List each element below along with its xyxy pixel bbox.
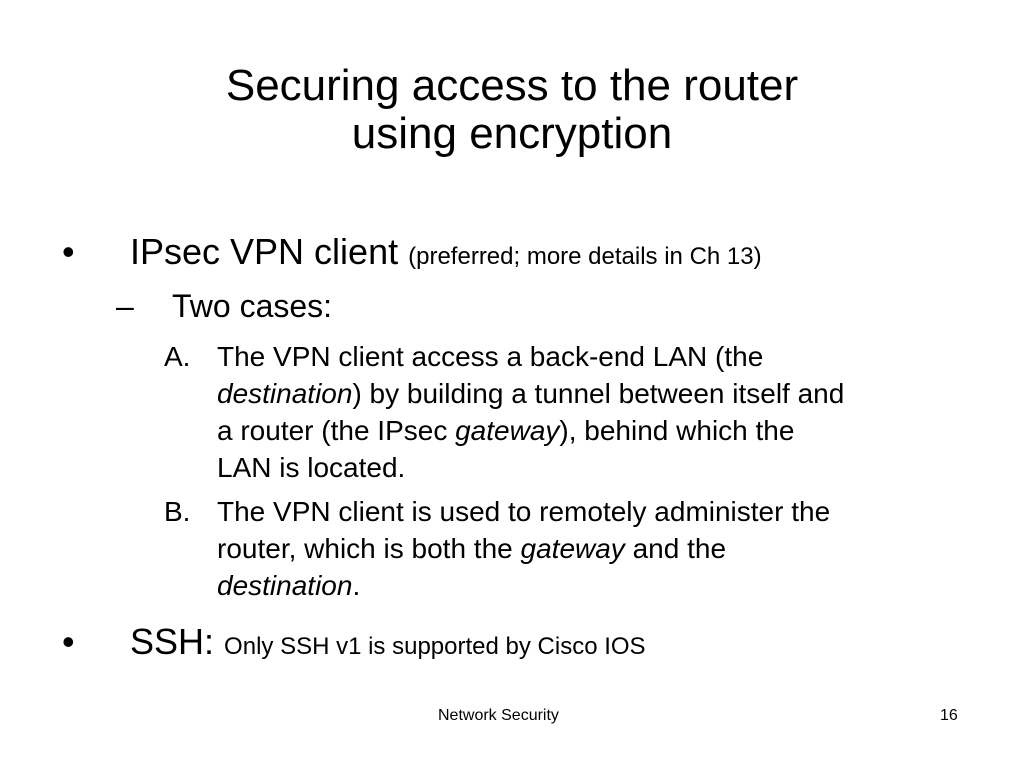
emphasis-gateway: gateway — [455, 415, 560, 446]
emphasis-destination: destination — [217, 570, 353, 601]
sub-bullet-text: Two cases: — [172, 288, 333, 324]
case-line: LAN is located. — [217, 449, 1007, 486]
page-number: 16 — [940, 707, 958, 724]
case-text-run: . — [352, 570, 361, 601]
case-text-run: and the — [624, 533, 727, 564]
slide-title: Securing access to the router using encr… — [0, 62, 1024, 158]
case-text-run: The VPN client is used to remotely admin… — [217, 496, 831, 527]
bullet-heading: IPsec VPN client — [130, 231, 399, 272]
case-text: The VPN client is used to remotely admin… — [217, 493, 1007, 604]
case-line: a router (the IPsec gateway), behind whi… — [217, 412, 1007, 449]
case-text-run: The VPN client access a back-end LAN (th… — [217, 341, 764, 372]
emphasis-gateway: gateway — [520, 533, 625, 564]
bullet-text: SSH: Only SSH v1 is supported by Cisco I… — [130, 622, 646, 667]
case-marker: A. — [164, 341, 191, 372]
case-marker: B. — [164, 496, 191, 527]
case-line: The VPN client access a back-end LAN (th… — [217, 338, 1007, 375]
case-text-run: ) by building a tunnel between itself an… — [352, 378, 845, 409]
bullet-heading: SSH: — [130, 621, 215, 662]
title-line-2: using encryption — [351, 109, 673, 158]
footer-title: Network Security — [438, 707, 559, 724]
case-line: destination. — [217, 567, 1007, 604]
case-line: The VPN client is used to remotely admin… — [217, 493, 1007, 530]
bullet-marker: • — [62, 621, 75, 662]
bullet-text: IPsec VPN client (preferred; more detail… — [130, 232, 762, 277]
bullet-note: Only SSH v1 is supported by Cisco IOS — [224, 633, 646, 660]
case-text-run: LAN is located. — [217, 452, 406, 483]
bullet-marker: • — [62, 231, 75, 272]
title-line-1: Securing access to the router — [225, 61, 799, 110]
sub-bullet-marker: – — [116, 288, 134, 324]
case-text-run: ), behind which the — [559, 415, 795, 446]
case-text-run: a router (the IPsec — [217, 415, 456, 446]
case-line: destination) by building a tunnel betwee… — [217, 375, 1007, 412]
case-text: The VPN client access a back-end LAN (th… — [217, 338, 1007, 486]
case-text-run: router, which is both the — [217, 533, 521, 564]
emphasis-destination: destination — [217, 378, 353, 409]
case-line: router, which is both the gateway and th… — [217, 530, 1007, 567]
bullet-note: (preferred; more details in Ch 13) — [408, 243, 762, 270]
